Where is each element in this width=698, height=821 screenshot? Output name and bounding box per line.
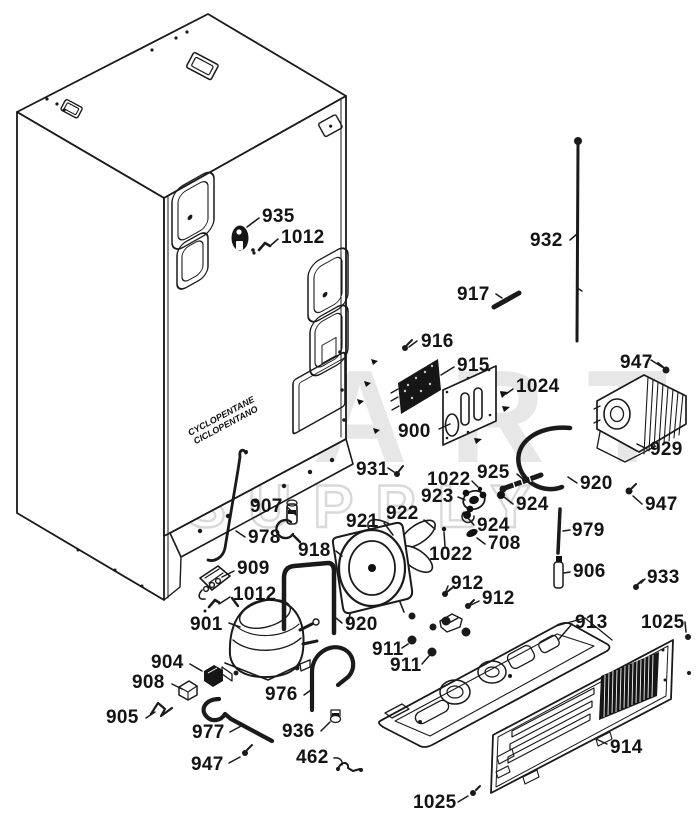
drawing-908-capacitor (178, 680, 198, 701)
callout-947-a: 947 (620, 352, 653, 373)
top-hinge-bracket-2 (60, 99, 83, 119)
drawing-935 (231, 225, 255, 252)
callout-936: 936 (282, 721, 315, 742)
drawing-929-condenser (593, 374, 687, 463)
drawing-905-clamp (149, 701, 174, 718)
callout-708: 708 (488, 533, 521, 554)
callout-921: 921 (346, 511, 379, 532)
callout-900: 900 (398, 421, 431, 442)
callout-976: 976 (265, 684, 298, 705)
drawing-917-rod (491, 290, 522, 310)
compartment-holes (45, 30, 346, 588)
callout-912-a: 912 (451, 573, 484, 594)
callout-1012-a: 1012 (281, 227, 324, 248)
drawing-913-drain-pan (378, 617, 613, 748)
callout-922: 922 (386, 503, 419, 524)
callout-915: 915 (457, 355, 490, 376)
drawing-920-condenser-tube (516, 425, 573, 492)
drawing-925-shaft (499, 472, 544, 493)
drawing-pan-bracket (439, 613, 463, 633)
callout-977: 977 (192, 722, 225, 743)
callout-904: 904 (151, 652, 184, 673)
callout-906: 906 (573, 561, 606, 582)
drawing-976-tube (309, 645, 356, 713)
drawing-904-relay (204, 665, 223, 687)
callout-918: 918 (298, 540, 331, 561)
drawing-1025-screw-tr (685, 634, 691, 675)
callout-947-b: 947 (191, 754, 224, 775)
callout-1025-b: 1025 (413, 792, 457, 813)
callout-1024: 1024 (516, 376, 560, 397)
drawing-909-relay-bracket (198, 565, 231, 600)
callout-978: 978 (248, 527, 281, 548)
drawing-901-compressor (221, 596, 320, 682)
drawing-936-grommet (329, 709, 342, 724)
callout-901: 901 (190, 614, 223, 635)
callout-920-a: 920 (580, 473, 613, 494)
drawing-924-grommet-a (497, 491, 505, 499)
drawing-1012-lower-screw (203, 598, 221, 613)
callout-907: 907 (250, 496, 283, 517)
drawing-924-grommet-b (463, 511, 471, 519)
cabinet-drawing: CYCLOPENTANE CICLOPENTANO (16, 13, 354, 601)
drawing-1022-washer-b (441, 526, 447, 532)
drawing-923-fan-mount (461, 489, 487, 524)
callout-914: 914 (610, 737, 643, 758)
callout-931: 931 (356, 459, 389, 480)
callout-917: 917 (457, 284, 490, 305)
callout-935: 935 (262, 206, 295, 227)
callout-909: 909 (237, 558, 270, 579)
callout-933: 933 (647, 567, 680, 588)
drawing-708-spacer (466, 528, 478, 538)
back-top-plate (318, 114, 343, 138)
callout-925: 925 (477, 462, 510, 483)
callout-1022-b: 1022 (429, 544, 472, 565)
callout-labels: 935 1012 932 917 916 915 1024 947 900 92… (106, 206, 685, 813)
drawing-462-wire (336, 762, 363, 772)
drawing-931-screw (394, 465, 404, 477)
callout-929: 929 (650, 439, 683, 460)
drawing-914-rear-panel (490, 639, 674, 794)
drawing-979-rod (556, 507, 562, 555)
callout-979: 979 (572, 520, 605, 541)
drawing-900-board-cover (442, 365, 497, 446)
callout-1012-b: 1012 (233, 584, 276, 605)
drawing-920-lower-tube (281, 560, 337, 636)
leader-lines (145, 217, 687, 803)
drawing-906-sensor (553, 556, 564, 589)
drawing-916-screw (402, 339, 413, 351)
drawing-932-heater-rod (574, 137, 583, 343)
callout-1022-a: 1022 (427, 469, 470, 490)
callout-924-a: 924 (516, 494, 549, 515)
callout-912-b: 912 (482, 588, 515, 609)
callout-462: 462 (296, 747, 329, 768)
back-panel-embossments (171, 171, 349, 435)
callout-924-b: 924 (477, 515, 510, 536)
callout-923: 923 (421, 486, 454, 507)
drawing-918-fan-shroud (331, 521, 414, 625)
callout-913: 913 (575, 612, 608, 633)
callout-911-a: 911 (372, 639, 404, 660)
callout-916: 916 (421, 331, 454, 352)
callout-908: 908 (132, 672, 165, 693)
drawing-947-screw-bl (242, 744, 253, 756)
callout-920-b: 920 (345, 614, 378, 635)
callout-947-c: 947 (645, 494, 678, 515)
drawing-1025-screw-b (470, 785, 481, 796)
callout-911-b: 911 (390, 655, 422, 676)
drawing-947-screw-rm (625, 483, 637, 495)
drawing-912-screws (442, 587, 475, 609)
top-hinge-bracket (185, 51, 219, 81)
callout-905: 905 (106, 707, 139, 728)
drawing-978-tube (206, 448, 248, 562)
drawing-1022-washer-a (477, 486, 483, 492)
drawing-915-control-board (390, 359, 441, 414)
callout-932: 932 (530, 230, 563, 251)
callout-1025-a: 1025 (641, 612, 685, 633)
drawing-977-tube (201, 696, 275, 744)
drawing-1012-top (252, 241, 272, 255)
drawing-933-screw (633, 579, 644, 590)
